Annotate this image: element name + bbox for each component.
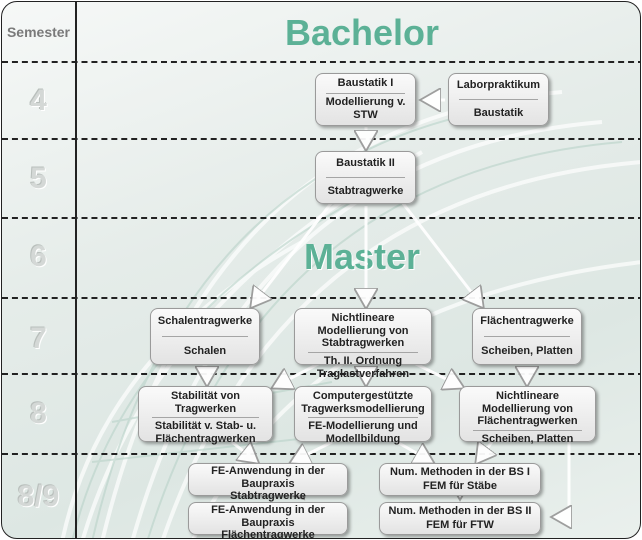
- course-subtitle: Baustatik: [473, 106, 524, 119]
- divider-4: [2, 297, 640, 299]
- course-subtitle: Scheiben, Platten: [481, 345, 573, 358]
- course-baustatik-1: Baustatik I Modellierung v. STW: [315, 73, 416, 126]
- bachelor-title: Bachelor: [284, 12, 440, 53]
- course-separator: [326, 92, 405, 94]
- semester-8: 8: [30, 397, 47, 430]
- course-title: Nichtlineare Modellierung von Flächentra…: [477, 390, 578, 428]
- course-subtitle: Stabtragwerke: [327, 184, 404, 197]
- course-separator: [326, 177, 405, 178]
- course-title: Nichtlineare Modellierung von Stabtragwe…: [317, 312, 409, 350]
- semester-header: Semester: [6, 24, 71, 40]
- course-computergestuetzte: Computergestützte Tragwerksmodellierung …: [294, 386, 432, 445]
- course-title: FE-Anwendung in der Baupraxis: [211, 504, 325, 529]
- course-title: Stabilität von Tragwerken: [170, 390, 241, 415]
- course-subtitle: Th. II. Ordnung Traglastverfahren: [316, 354, 410, 380]
- course-fe-stabtragwerke: FE-Anwendung in der Baupraxis Stabtragwe…: [188, 463, 348, 502]
- course-nichtlineare-flaeche: Nichtlineare Modellierung von Flächentra…: [459, 386, 596, 445]
- arrow-comp-num1: [396, 440, 432, 462]
- arrow-b2-flaechen: [400, 201, 482, 306]
- arrow-b2-schalen: [252, 201, 334, 306]
- course-baustatik-2: Baustatik II Stabtragwerke: [315, 151, 416, 204]
- course-title: Flächentragwerke: [480, 315, 574, 328]
- divider-2: [2, 138, 640, 140]
- master-title: Master: [303, 236, 421, 277]
- course-nichtlineare-stab: Nichtlineare Modellierung von Stabtragwe…: [294, 308, 432, 380]
- course-subtitle: Stabtragwerke: [230, 490, 306, 503]
- course-separator: [472, 429, 583, 431]
- semester-column: [2, 2, 77, 538]
- course-subtitle: Flächentragwerke: [221, 529, 315, 539]
- arrow-nlf-num2: [554, 442, 569, 517]
- course-title: Baustatik I: [337, 77, 394, 90]
- course-fe-flaechentragwerke: FE-Anwendung in der Baupraxis Flächentra…: [188, 502, 348, 538]
- arrow-nl-stab: [274, 360, 323, 387]
- course-subtitle: FE-Modellierung und Modellbildung: [308, 420, 418, 445]
- course-title: Schalentragwerke: [157, 315, 253, 328]
- course-subtitle: Stabilität v. Stab- u. Flächentragwerken: [154, 420, 257, 445]
- arrow-comp-festab: [292, 440, 333, 462]
- course-subtitle: FEM für FTW: [426, 519, 494, 532]
- course-separator: [162, 335, 248, 337]
- course-separator: [459, 99, 538, 100]
- course-num-methoden-1: Num. Methoden in der BS I FEM für Stäbe: [379, 463, 541, 496]
- semester-5: 5: [30, 162, 47, 195]
- course-title: Baustatik II: [336, 157, 395, 170]
- semester-6: 6: [30, 240, 47, 273]
- course-subtitle: Schalen: [183, 345, 227, 358]
- divider-6: [2, 453, 640, 455]
- course-flaechentragwerke: Flächentragwerke Scheiben, Platten: [472, 308, 582, 365]
- course-stabilitaet: Stabilität von Tragwerken Stabilität v. …: [138, 386, 273, 445]
- semester-4: 4: [30, 84, 47, 117]
- course-title: Num. Methoden in der BS I: [390, 465, 530, 478]
- arrow-nlf-num1: [477, 442, 492, 462]
- course-separator: [307, 351, 419, 353]
- course-schalentragwerke: Schalentragwerke Schalen: [150, 308, 260, 365]
- semester-8-9: 8/9: [17, 480, 60, 513]
- course-title: FE-Anwendung in der Baupraxis: [211, 465, 325, 490]
- course-separator: [151, 417, 260, 419]
- course-laborpraktikum: Laborpraktikum Baustatik: [448, 73, 549, 126]
- course-num-methoden-2: Num. Methoden in der BS II FEM für FTW: [379, 502, 541, 535]
- course-separator: [307, 417, 419, 419]
- course-title: Computergestützte Tragwerksmodellierung: [301, 390, 425, 415]
- course-separator: [484, 335, 570, 337]
- divider-1: [2, 61, 640, 63]
- course-title: Num. Methoden in der BS II: [388, 504, 532, 517]
- arrow-stab-festab: [231, 440, 257, 462]
- course-subtitle: Scheiben, Platten: [481, 432, 574, 445]
- course-subtitle: Modellierung v. STW: [325, 96, 406, 121]
- divider-5: [2, 373, 640, 375]
- course-title: Laborpraktikum: [456, 79, 541, 92]
- course-subtitle: FEM für Stäbe: [423, 480, 497, 493]
- arrow-nl-nlf: [411, 360, 462, 387]
- semester-7: 7: [30, 322, 47, 355]
